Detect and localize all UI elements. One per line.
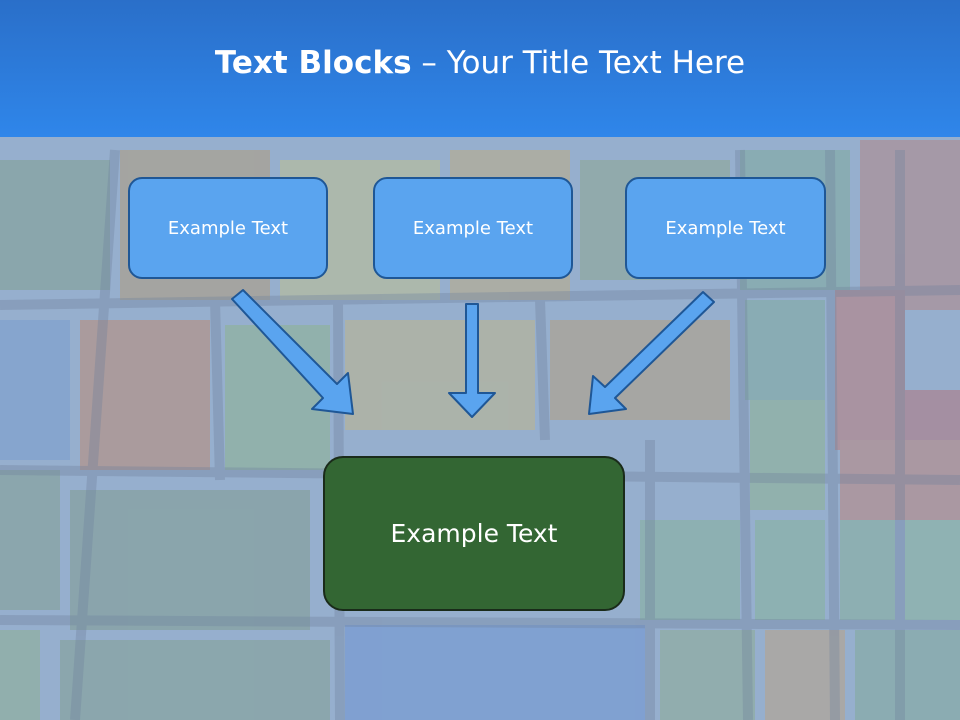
text-block-label: Example Text (390, 519, 558, 548)
text-block-top-left[interactable]: Example Text (128, 177, 328, 279)
text-block-bottom[interactable]: Example Text (323, 456, 625, 611)
text-block-top-center[interactable]: Example Text (373, 177, 573, 279)
title-rest-part: – Your Title Text Here (411, 44, 746, 81)
text-block-label: Example Text (412, 217, 534, 239)
title-bold-part: Text Blocks (214, 44, 412, 81)
slide-title: Text Blocks – Your Title Text Here (215, 45, 745, 93)
title-bar: Text Blocks – Your Title Text Here (0, 0, 960, 137)
text-block-label: Example Text (665, 217, 786, 239)
text-block-top-right[interactable]: Example Text (625, 177, 826, 279)
text-block-label: Example Text (167, 217, 289, 239)
